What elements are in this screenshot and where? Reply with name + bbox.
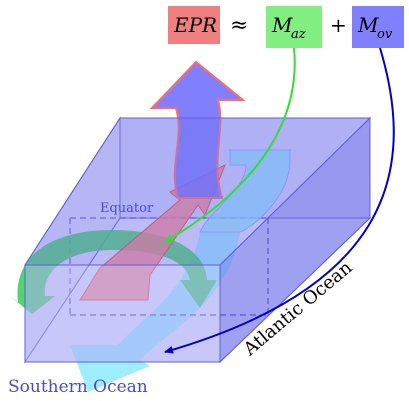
- box-front-face: [24, 264, 221, 363]
- maz-connector-arrow: [164, 47, 296, 243]
- maz-symbol-sub: az: [291, 27, 306, 42]
- plus-symbol: +: [330, 13, 347, 37]
- mov-symbol-base: M: [357, 13, 379, 37]
- southern-flow-upper: [199, 149, 291, 233]
- epr-upward-arrow: [149, 60, 246, 199]
- mov-connector-arrow: [164, 47, 395, 354]
- equator-label: Equator: [100, 201, 154, 216]
- southern-ocean-label: Southern Ocean: [8, 377, 148, 397]
- maz-box: [266, 6, 322, 48]
- approx-symbol: ≈: [230, 13, 248, 38]
- maz-symbol-base: M: [271, 13, 293, 37]
- mov-symbol-sub: ov: [377, 27, 393, 42]
- epr-symbol: EPR: [173, 13, 217, 37]
- epr-box: [168, 6, 220, 44]
- mov-box: [352, 6, 404, 48]
